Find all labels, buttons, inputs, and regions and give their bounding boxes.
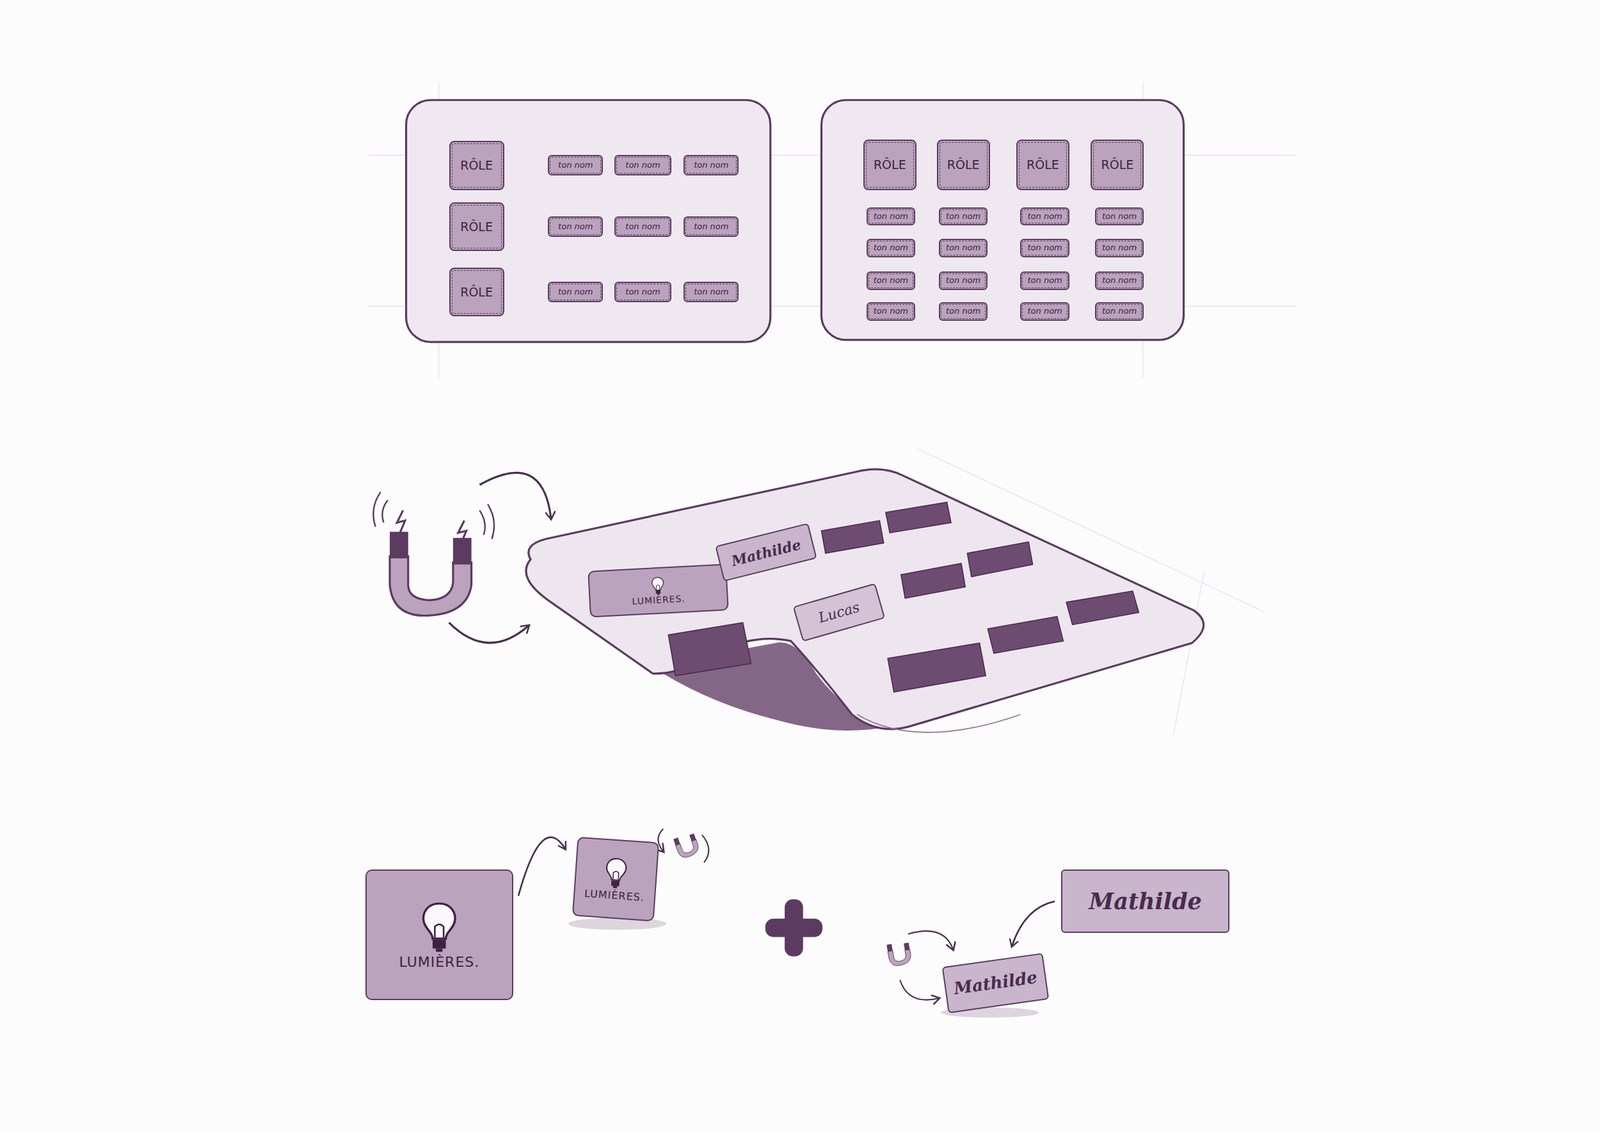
tile-text: ton nom [1102, 306, 1137, 316]
board [821, 99, 1184, 340]
magnet [657, 828, 709, 863]
tile-text: LUMIÈRES. [583, 887, 645, 904]
name-tag: ton nom [1095, 271, 1145, 290]
tile-text: Mathilde [1089, 888, 1202, 914]
name-tag: ton nom [614, 154, 672, 176]
tile-text: RÔLE [1026, 158, 1060, 172]
tile-text: ton nom [1102, 243, 1137, 253]
name-tag: ton nom [938, 302, 989, 321]
name-tag: ton nom [866, 207, 916, 226]
name-tag: ton nom [938, 238, 989, 258]
tile-text: ton nom [693, 160, 729, 170]
role-tile: RÔLE [449, 202, 505, 252]
tile-text: ton nom [1027, 211, 1062, 221]
tile-text: ton nom [873, 275, 909, 285]
role-magnet: LUMIÈRES. [365, 869, 514, 1000]
tile-text: ton nom [1102, 211, 1137, 221]
sketch-lines [367, 81, 1296, 735]
tile-text: ton nom [1027, 243, 1062, 253]
tile-text: ton nom [625, 222, 660, 232]
tile-text: ton nom [873, 243, 909, 253]
tile-text: ton nom [625, 160, 660, 170]
name-tag: ton nom [614, 281, 672, 303]
curved-arrow [1011, 901, 1055, 946]
magnet [373, 472, 552, 643]
name-tag: ton nom [547, 154, 603, 176]
name-tag: ton nom [683, 154, 739, 176]
tile-text: ton nom [1102, 275, 1137, 285]
tile-text: ton nom [873, 211, 909, 221]
tile-text: RÔLE [947, 158, 980, 172]
role-tile: RÔLE [449, 140, 505, 191]
tile-text: ton nom [945, 211, 981, 221]
role-tile: RÔLE [449, 267, 505, 317]
name-tag: ton nom [547, 216, 603, 237]
tile-text: RÔLE [460, 220, 493, 234]
name-tag: ton nom [683, 216, 739, 237]
magnet [886, 930, 953, 1000]
name-tag: ton nom [1095, 207, 1145, 226]
name-tag: ton nom [547, 281, 603, 303]
role-magnet: LUMIÈRES. [587, 563, 729, 619]
name-tag: ton nom [1020, 302, 1070, 321]
curved-arrow [518, 837, 566, 896]
tile-text: ton nom [945, 275, 981, 285]
tile-text: ton nom [558, 222, 593, 232]
name-tag: ton nom [1095, 302, 1145, 321]
tile-text: ton nom [558, 160, 593, 170]
name-tag: ton nom [1020, 207, 1070, 226]
lightbulb-icon [649, 575, 667, 596]
tile-text: RÔLE [1100, 158, 1134, 172]
tile-text: ton nom [625, 287, 660, 297]
tile-text: ton nom [873, 306, 909, 316]
tile-text: ton nom [693, 287, 729, 297]
name-tag: Mathilde [942, 952, 1050, 1014]
lightbulb-icon [417, 899, 462, 955]
tile-text: LUMIÈRES. [398, 954, 480, 970]
tile-text: RÔLE [873, 158, 907, 172]
tile-text: ton nom [945, 306, 981, 316]
name-tag: ton nom [938, 207, 989, 226]
tile-text: Lucas [816, 599, 862, 626]
name-tag: ton nom [1020, 238, 1070, 258]
role-tile: RÔLE [1090, 139, 1144, 190]
name-tag: Mathilde [1061, 869, 1230, 933]
plus-sign [765, 899, 823, 957]
tile-text: ton nom [1027, 275, 1062, 285]
name-tag: ton nom [866, 238, 916, 258]
role-magnet: LUMIÈRES. [571, 835, 659, 921]
name-tag: ton nom [1095, 238, 1145, 258]
tile-text: ton nom [693, 222, 729, 232]
name-tag: ton nom [866, 271, 916, 290]
tile-text: Mathilde [952, 967, 1039, 998]
name-tag: ton nom [683, 281, 739, 303]
tile-text: ton nom [1027, 306, 1062, 316]
name-tag: ton nom [614, 216, 672, 237]
tile-text: RÔLE [460, 158, 493, 173]
role-tile: RÔLE [863, 139, 917, 190]
name-tag: ton nom [866, 302, 916, 321]
tile-text: ton nom [558, 287, 593, 297]
board [406, 99, 771, 342]
tile-text: Mathilde [730, 535, 803, 568]
lightbulb-icon [600, 855, 630, 891]
tile-text: RÔLE [460, 285, 493, 299]
role-tile: RÔLE [1016, 139, 1070, 190]
magnetic-board [526, 469, 1204, 733]
name-tag: ton nom [938, 271, 989, 290]
role-tile: RÔLE [936, 139, 991, 190]
name-tag: ton nom [1020, 271, 1070, 290]
tile-text: LUMIÈRES. [631, 594, 686, 608]
tile-text: ton nom [945, 243, 981, 253]
